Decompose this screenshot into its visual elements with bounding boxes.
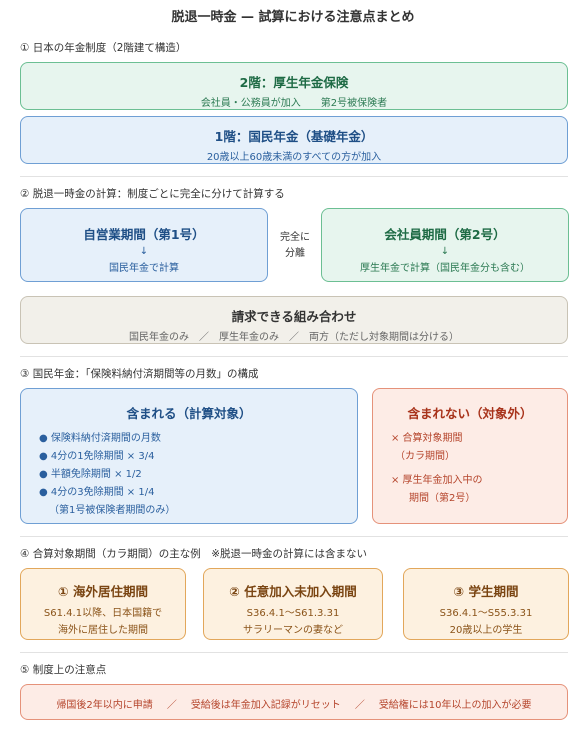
list-item: ● 半額免除期間 × 1/2 xyxy=(39,469,142,480)
list-item: ● 4分の1免除期間 × 3/4 xyxy=(39,451,155,462)
note-item: 帰国後2年以内に申請 xyxy=(56,700,153,711)
tier1-desc: 20歳以上60歳未満のすべての方が加入 xyxy=(206,152,382,163)
list-item: （第1号被保険者期間のみ） xyxy=(49,505,176,516)
overseas-card: ① 海外居住期間 S61.4.1以降、日本国籍で 海外に居住した期間 xyxy=(20,568,186,640)
card-line: サラリーマンの妻など xyxy=(243,625,343,636)
list-item: ● 4分の3免除期間 × 1/4 xyxy=(39,487,155,498)
divider xyxy=(20,176,568,177)
arrow-down-icon: ↓ xyxy=(440,246,450,257)
student-card: ③ 学生期間 S36.4.1〜S55.3.31 20歳以上の学生 xyxy=(403,568,569,640)
card-line: 20歳以上の学生 xyxy=(449,625,523,636)
tier2-title: 2階：厚生年金保険 xyxy=(239,75,349,90)
list-item: × 合算対象期間 xyxy=(391,433,463,444)
included-box: 含まれる（計算対象） ● 保険料納付済期間の月数 ● 4分の1免除期間 × 3/… xyxy=(20,388,358,524)
list-item: ● 保険料納付済期間の月数 xyxy=(39,433,161,444)
voluntary-card: ② 任意加入未加入期間 S36.4.1〜S61.3.31 サラリーマンの妻など xyxy=(203,568,383,640)
self-employed-box: 自営業期間（第1号） ↓ 国民年金で計算 xyxy=(20,208,268,282)
employee-box: 会社員期間（第2号） ↓ 厚生年金で計算（国民年金分も含む） xyxy=(321,208,569,282)
section-heading-months: ③ 国民年金：「保険料納付済期間等の月数」の構成 xyxy=(20,368,259,380)
note-separator: ／ xyxy=(354,700,365,711)
arrow-down-icon: ↓ xyxy=(139,246,149,257)
divider xyxy=(20,356,568,357)
note-item: 受給権には10年以上の加入が必要 xyxy=(378,700,532,711)
notes-row: 帰国後2年以内に申請 ／ 受給後は年金加入記録がリセット ／ 受給権には10年以… xyxy=(21,696,567,711)
card-line: S61.4.1以降、日本国籍で xyxy=(43,608,163,619)
included-title: 含まれる（計算対象） xyxy=(126,406,252,421)
employee-title: 会社員期間（第2号） xyxy=(384,227,506,242)
card-title: ② 任意加入未加入期間 xyxy=(229,584,357,599)
included-list: ● 保険料納付済期間の月数 ● 4分の1免除期間 × 3/4 ● 半額免除期間 … xyxy=(39,430,357,520)
self-employed-desc: 国民年金で計算 xyxy=(109,263,179,274)
card-line: S36.4.1〜S55.3.31 xyxy=(439,608,533,619)
section-heading-structure: ① 日本の年金制度（2階建て構造） xyxy=(20,42,187,54)
tier2-desc: 会社員・公務員が加入 第2号被保険者 xyxy=(200,98,388,109)
tier2-box: 2階：厚生年金保険 会社員・公務員が加入 第2号被保険者 xyxy=(20,62,568,110)
list-item: 期間（第2号） xyxy=(409,493,476,504)
card-title: ① 海外居住期間 xyxy=(58,584,148,599)
note-separator: ／ xyxy=(166,700,177,711)
card-title: ③ 学生期間 xyxy=(453,584,519,599)
notes-box: 帰国後2年以内に申請 ／ 受給後は年金加入記録がリセット ／ 受給権には10年以… xyxy=(20,684,568,720)
combination-desc: 国民年金のみ ／ 厚生年金のみ ／ 両方（ただし対象期間は分ける） xyxy=(129,332,459,343)
excluded-box: 含まれない（対象外） × 合算対象期間 （カラ期間） × 厚生年金加入中の 期間… xyxy=(372,388,568,524)
list-item: × 厚生年金加入中の xyxy=(391,475,483,486)
excluded-list: × 合算対象期間 （カラ期間） × 厚生年金加入中の 期間（第2号） xyxy=(391,430,567,508)
list-item: （カラ期間） xyxy=(395,451,455,462)
combination-box: 請求できる組み合わせ 国民年金のみ ／ 厚生年金のみ ／ 両方（ただし対象期間は… xyxy=(20,296,568,344)
separation-label: 完全に 分離 xyxy=(280,232,310,259)
employee-desc: 厚生年金で計算（国民年金分も含む） xyxy=(360,263,530,274)
section-heading-examples: ④ 合算対象期間（カラ期間）の主な例 ※脱退一時金の計算には含まない xyxy=(20,548,368,560)
self-employed-title: 自営業期間（第1号） xyxy=(83,227,205,242)
tier1-box: 1階：国民年金（基礎年金） 20歳以上60歳未満のすべての方が加入 xyxy=(20,116,568,164)
note-item: 受給後は年金加入記録がリセット xyxy=(190,700,341,711)
tier1-title: 1階：国民年金（基礎年金） xyxy=(214,129,374,144)
combination-title: 請求できる組み合わせ xyxy=(231,309,357,324)
section-heading-calculation: ② 脱退一時金の計算：制度ごとに完全に分けて計算する xyxy=(20,188,285,200)
card-line: S36.4.1〜S61.3.31 xyxy=(246,608,340,619)
divider xyxy=(20,652,568,653)
excluded-title: 含まれない（対象外） xyxy=(407,406,533,421)
section-heading-notes: ⑤ 制度上の注意点 xyxy=(20,664,107,676)
divider xyxy=(20,536,568,537)
page-title: 脱退一時金 — 試算における注意点まとめ xyxy=(171,10,415,25)
card-line: 海外に居住した期間 xyxy=(58,625,148,636)
